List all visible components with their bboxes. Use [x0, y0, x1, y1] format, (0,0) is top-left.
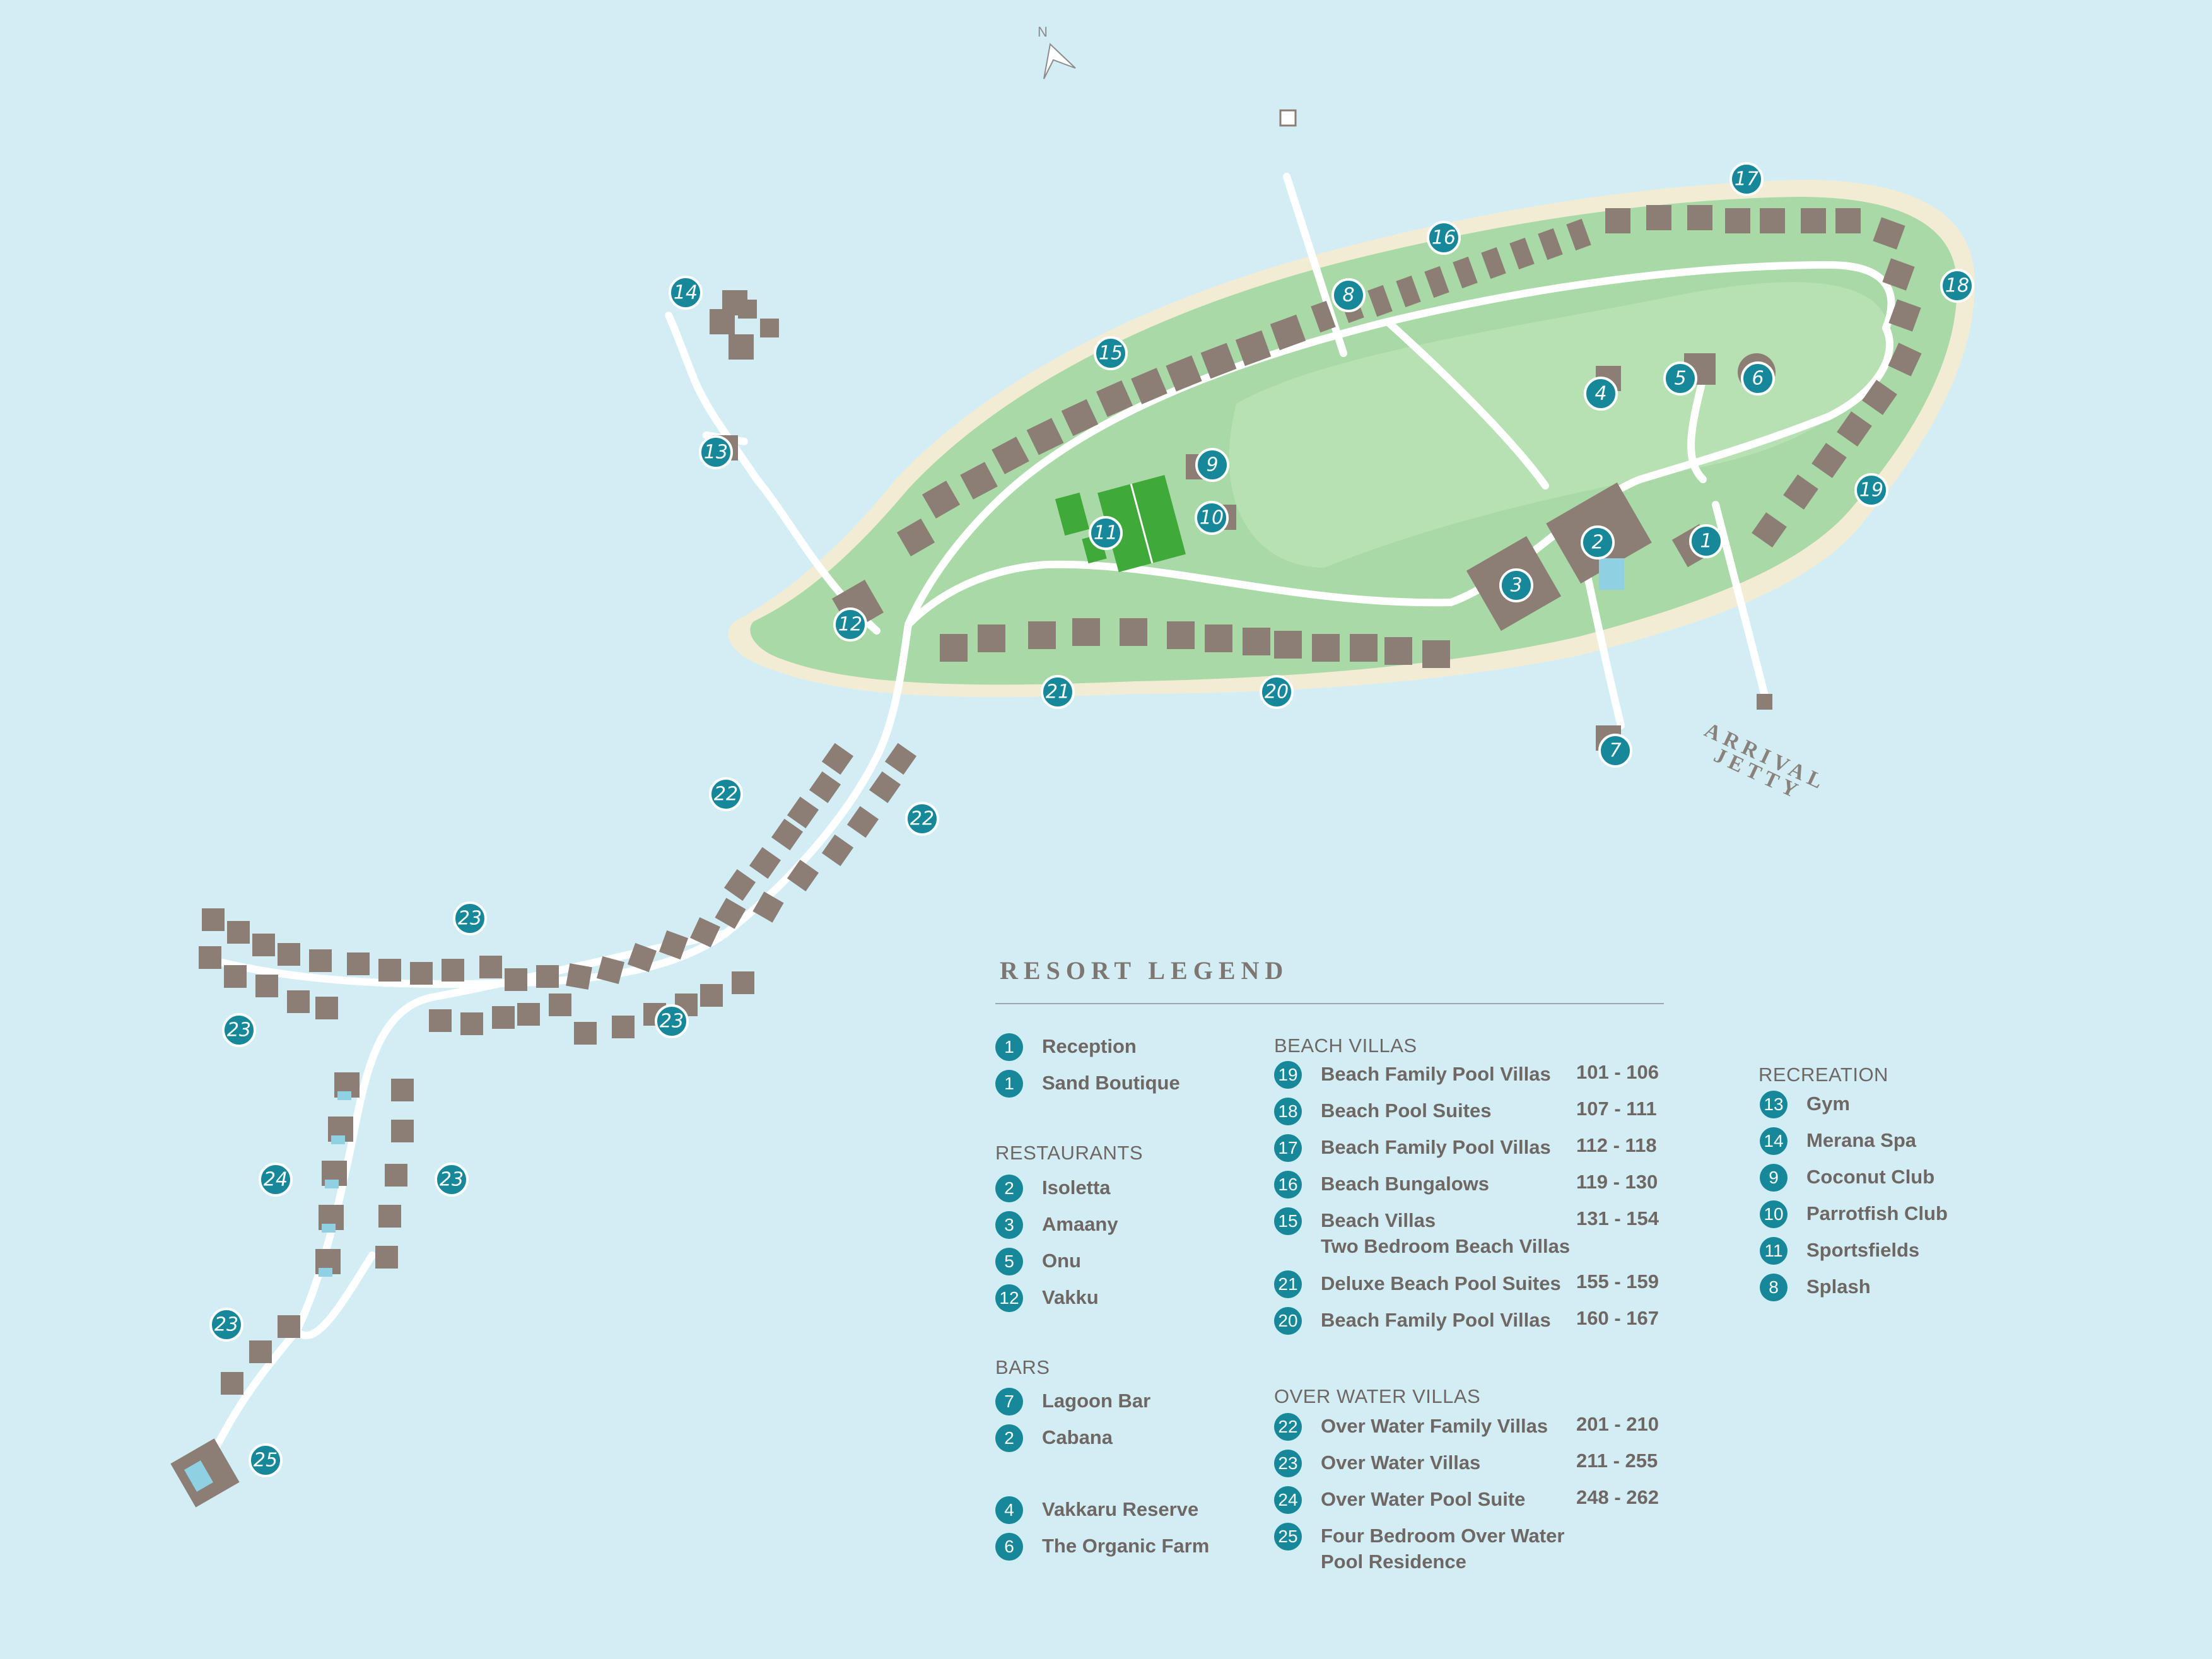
map-marker-circle: [1041, 675, 1075, 709]
map-marker-circle: [453, 901, 487, 935]
map-marker-vakkaru-reserve[interactable]: 4: [1584, 377, 1618, 411]
map-marker-label: 13: [704, 442, 728, 464]
map-marker-label: 23: [660, 1011, 684, 1033]
map-marker-circle: [249, 1443, 283, 1477]
map-marker-label: 5: [1674, 368, 1686, 390]
map-marker-over-water-villas-c[interactable]: 23: [222, 1013, 256, 1047]
map-marker-circle: [699, 435, 733, 469]
map-marker-circle: [1581, 525, 1615, 560]
pools: [184, 558, 1624, 1492]
map-marker-beach-pool-suites[interactable]: 18: [1940, 269, 1974, 303]
map-marker-circle: [1584, 377, 1618, 411]
map-marker-circle: [1331, 278, 1366, 312]
map-marker-label: 23: [227, 1019, 251, 1041]
map-marker-over-water-villas-a[interactable]: 23: [453, 901, 487, 935]
map-marker-label: 6: [1752, 368, 1764, 390]
map-marker-label: 9: [1206, 454, 1218, 476]
open-lawn: [1229, 282, 1890, 568]
map-marker-over-water-family-villas-b[interactable]: 22: [905, 802, 939, 836]
map-marker-beach-bungalows[interactable]: 16: [1427, 221, 1461, 255]
map-marker-label: 1: [1700, 531, 1712, 553]
sportsfields-courts: [1055, 474, 1186, 573]
map-marker-isoletta[interactable]: 2: [1581, 525, 1615, 560]
map-marker-circle: [655, 1004, 689, 1038]
map-marker-label: 2: [1591, 532, 1603, 554]
map-marker-parrotfish-club[interactable]: 10: [1195, 501, 1229, 535]
map-marker-beach-family-pool-villas-101[interactable]: 19: [1854, 473, 1888, 507]
map-marker-coconut-club[interactable]: 9: [1195, 448, 1229, 482]
map-marker-circle: [1741, 361, 1775, 396]
map-marker-lagoon-bar[interactable]: 7: [1598, 734, 1632, 768]
map-marker-circle: [905, 802, 939, 836]
map-marker-deluxe-beach-pool-suites[interactable]: 21: [1041, 675, 1075, 709]
map-marker-label: 8: [1342, 284, 1354, 307]
map-marker-circle: [1663, 361, 1697, 396]
map-marker-circle: [833, 607, 867, 642]
map-marker-organic-farm[interactable]: 6: [1741, 361, 1775, 396]
map-marker-onu[interactable]: 5: [1663, 361, 1697, 396]
map-marker-label: 4: [1595, 383, 1606, 405]
map-marker-label: 23: [458, 908, 482, 930]
map-marker-circle: [1195, 501, 1229, 535]
map-marker-circle: [435, 1163, 469, 1197]
map-marker-label: 24: [264, 1169, 288, 1191]
map-marker-circle: [222, 1013, 256, 1047]
map-marker-beach-family-pool-villas-112[interactable]: 17: [1729, 162, 1764, 196]
map-marker-circle: [1427, 221, 1461, 255]
map-marker-label: 17: [1735, 168, 1758, 191]
map-marker-label: 23: [440, 1169, 464, 1191]
map-marker-reception[interactable]: 1: [1689, 524, 1723, 558]
map-marker-label: 14: [674, 282, 698, 304]
map-marker-over-water-pool-suite[interactable]: 24: [259, 1163, 293, 1197]
map-marker-circle: [1598, 734, 1632, 768]
map-marker-circle: [1094, 336, 1128, 370]
map-marker-label: 22: [714, 783, 738, 806]
map-marker-label: 23: [214, 1314, 238, 1336]
map-marker-amaany[interactable]: 3: [1499, 568, 1533, 602]
map-marker-label: 15: [1099, 343, 1123, 365]
map-marker-over-water-villas-b[interactable]: 23: [655, 1004, 689, 1038]
map-marker-gym[interactable]: 13: [699, 435, 733, 469]
map-marker-circle: [1729, 162, 1764, 196]
map-marker-circle: [669, 276, 703, 310]
map-marker-label: 21: [1046, 681, 1070, 703]
map-marker-label: 18: [1945, 275, 1969, 297]
map-marker-sportsfields[interactable]: 11: [1089, 516, 1123, 550]
map-marker-circle: [209, 1308, 243, 1342]
map-marker-circle: [1499, 568, 1533, 602]
map-marker-circle: [259, 1163, 293, 1197]
map-marker-beach-villas[interactable]: 15: [1094, 336, 1128, 370]
map-marker-vakku[interactable]: 12: [833, 607, 867, 642]
map-marker-circle: [1260, 675, 1294, 709]
map-marker-circle: [1940, 269, 1974, 303]
map-marker-over-water-family-villas-a[interactable]: 22: [709, 777, 743, 811]
map-marker-merana-spa[interactable]: 14: [669, 276, 703, 310]
map-marker-circle: [1195, 448, 1229, 482]
north-arrow: N: [1038, 24, 1076, 79]
map-marker-label: 11: [1094, 522, 1118, 544]
map-marker-label: 20: [1265, 681, 1289, 703]
map-marker-over-water-villas-d[interactable]: 23: [435, 1163, 469, 1197]
map-marker-label: 10: [1200, 507, 1224, 529]
map-marker-beach-family-pool-villas-160[interactable]: 20: [1260, 675, 1294, 709]
map-marker-over-water-villas-e[interactable]: 23: [209, 1308, 243, 1342]
map-marker-label: 3: [1510, 575, 1522, 597]
map-marker-circle: [1854, 473, 1888, 507]
map-marker-label: 22: [910, 808, 934, 830]
map-marker-label: 25: [254, 1450, 278, 1472]
map-marker-circle: [709, 777, 743, 811]
map-marker-label: 19: [1859, 479, 1883, 501]
map-marker-label: 12: [838, 614, 862, 636]
map-marker-label: 16: [1432, 227, 1456, 249]
north-label: N: [1038, 24, 1048, 40]
map-marker-splash[interactable]: 8: [1331, 278, 1366, 312]
map-marker-circle: [1689, 524, 1723, 558]
map-marker-four-bedroom-residence[interactable]: 25: [249, 1443, 283, 1477]
map-marker-label: 7: [1609, 740, 1621, 762]
map-marker-circle: [1089, 516, 1123, 550]
